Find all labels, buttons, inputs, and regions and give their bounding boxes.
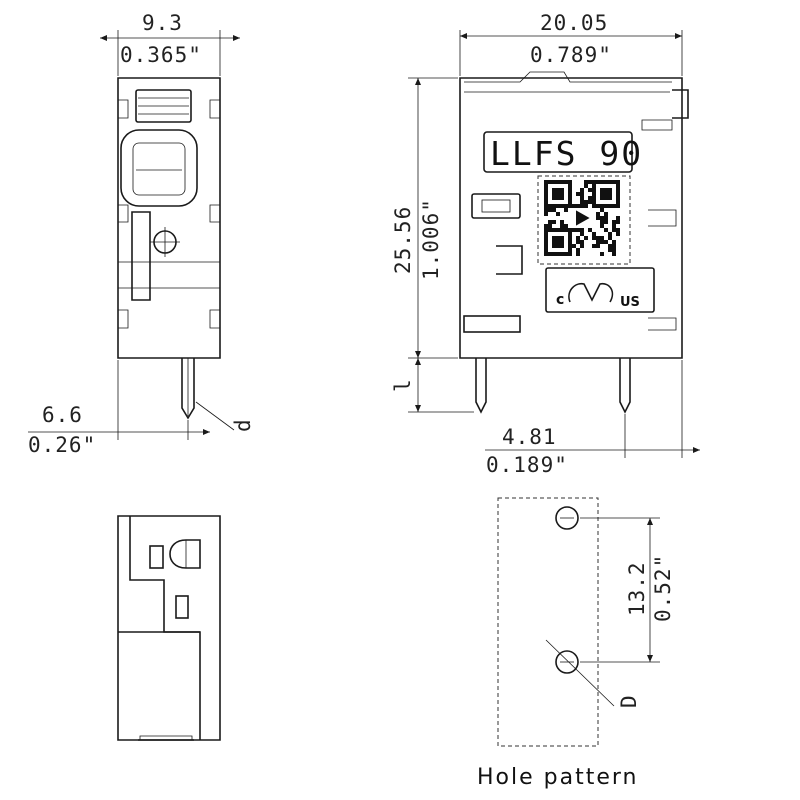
side-view <box>28 30 240 440</box>
hole-spacing-in: 0.52" <box>651 554 675 622</box>
hole-spacing-mm: 13.2 <box>625 561 649 616</box>
side-pin-offset-in: 0.26" <box>28 433 96 457</box>
front-pin-pitch-mm: 4.81 <box>502 425 557 449</box>
front-view <box>408 30 700 458</box>
side-pin-diameter-symbol: d <box>231 418 255 432</box>
cert-c: c <box>556 292 564 308</box>
front-marking: LLFS 90 <box>490 134 643 173</box>
hole-pattern-view <box>497 497 660 747</box>
front-pin-pitch-in: 0.189" <box>486 453 568 477</box>
front-height-mm: 25.56 <box>391 206 415 274</box>
front-width-mm: 20.05 <box>540 11 608 35</box>
ul-mark-icon <box>568 282 614 303</box>
cert-us: US <box>620 295 640 310</box>
hole-diameter-symbol: D <box>617 694 641 708</box>
side-width-mm: 9.3 <box>142 11 183 35</box>
qr-code <box>544 180 620 256</box>
front-height-in: 1.006" <box>419 198 443 280</box>
side-pin-offset-mm: 6.6 <box>42 403 83 427</box>
front-pin-length-symbol: l <box>391 378 415 392</box>
bottom-view <box>117 515 221 741</box>
side-width-in: 0.365" <box>120 43 202 67</box>
hole-pattern-title: Hole pattern <box>477 765 638 790</box>
front-width-in: 0.789" <box>530 43 612 67</box>
